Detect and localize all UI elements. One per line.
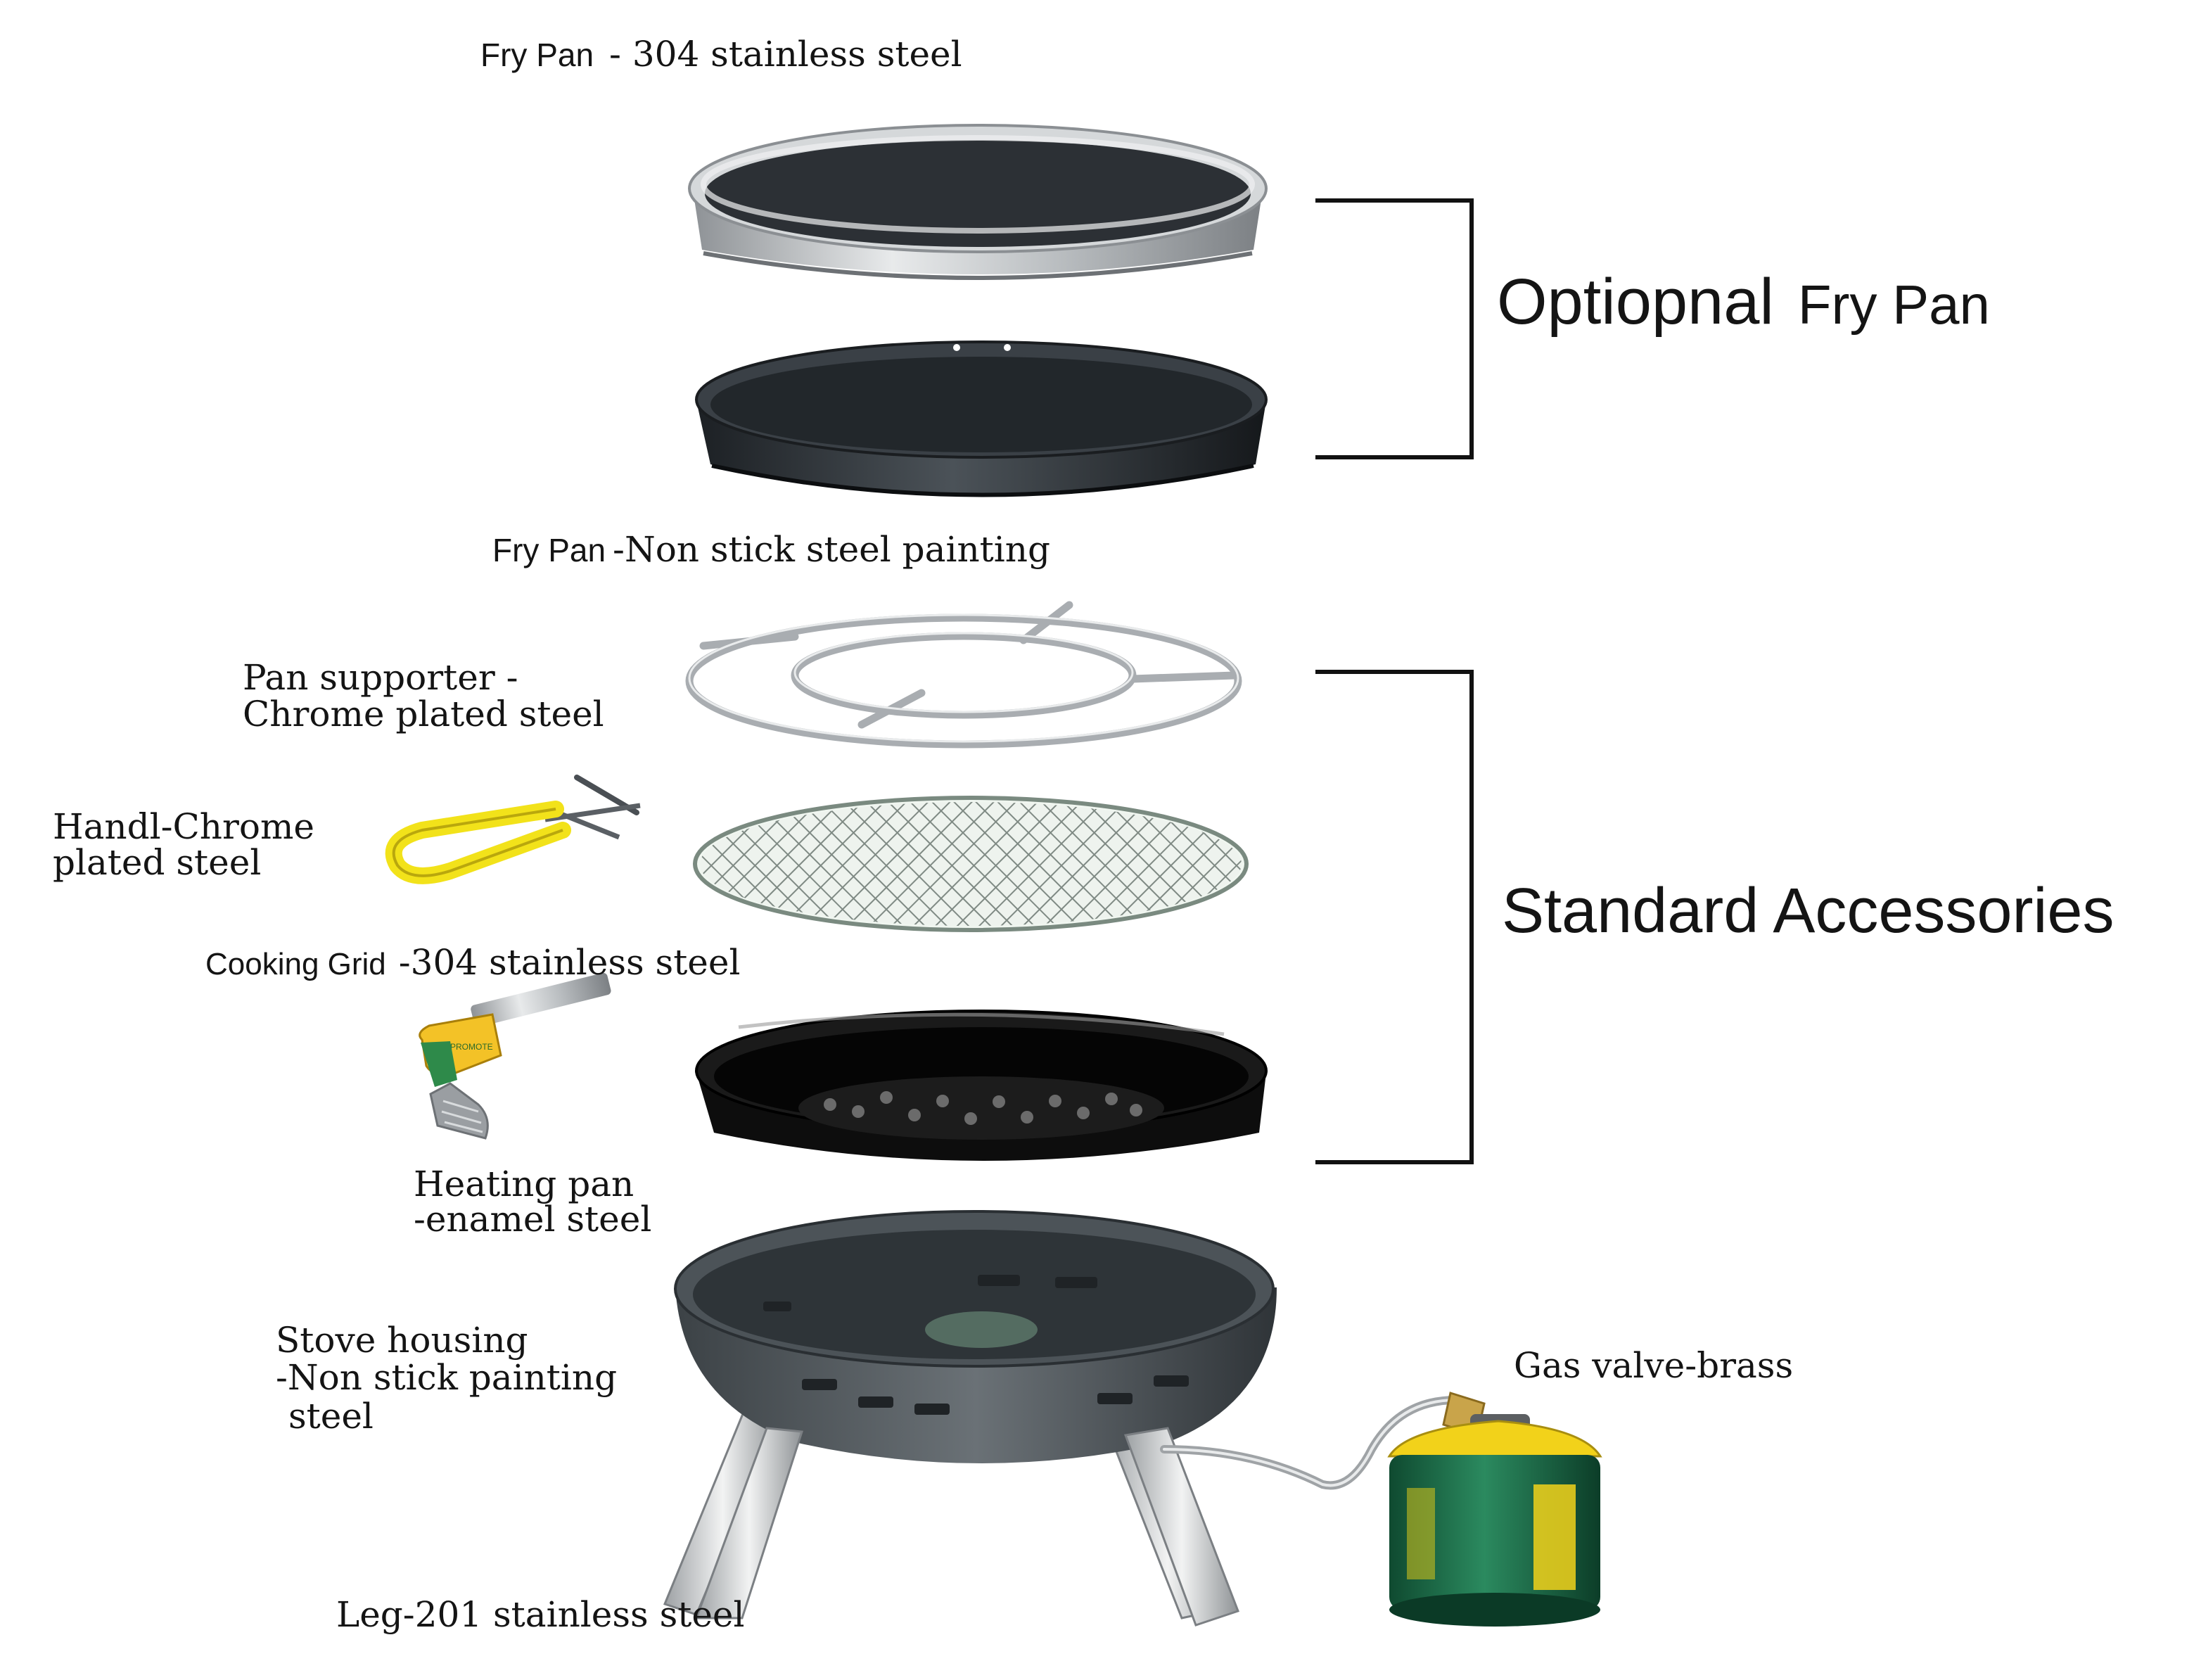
cooking-grid-label: Cooking Grid -304 stainless steel [205,942,740,983]
stove-housing-label: Stove housing -Non stick painting steel [276,1320,628,1437]
pan-supporter-label: Pan supporter - Chrome plated steel [243,657,604,734]
fry-pan-stainless-label: Fry Pan - 304 stainless steel [480,34,962,75]
gas-canister-icon [1387,1392,1602,1627]
heating-pan-label: Heating pan -enamel steel [414,1164,651,1240]
heating-pan-icon [695,1010,1268,1161]
leg-label: Leg-201 stainless steel [336,1594,745,1635]
nonstick-fry-pan-icon [695,341,1268,497]
standard-accessories-heading: Standard Accessories [1502,876,2114,946]
stove-housing-icon [663,1210,1460,1627]
igniter-brand-text: PROMOTE [450,1042,493,1052]
standard-bracket [1315,670,1474,1164]
fry-pan-nonstick-label: Fry Pan -Non stick steel painting [492,529,1050,570]
cooking-grid-icon [693,796,1249,932]
optional-bracket [1315,198,1474,459]
stainless-fry-pan-icon [688,124,1268,280]
optional-fry-pan-heading: Optiopnal Fry Pan [1497,266,1990,338]
gas-valve-label: Gas valve-brass [1514,1345,1793,1386]
igniter-icon: PROMOTE [419,972,611,1140]
handle-label: Handl-Chrome plated steel [53,806,326,883]
handle-icon [385,775,641,884]
